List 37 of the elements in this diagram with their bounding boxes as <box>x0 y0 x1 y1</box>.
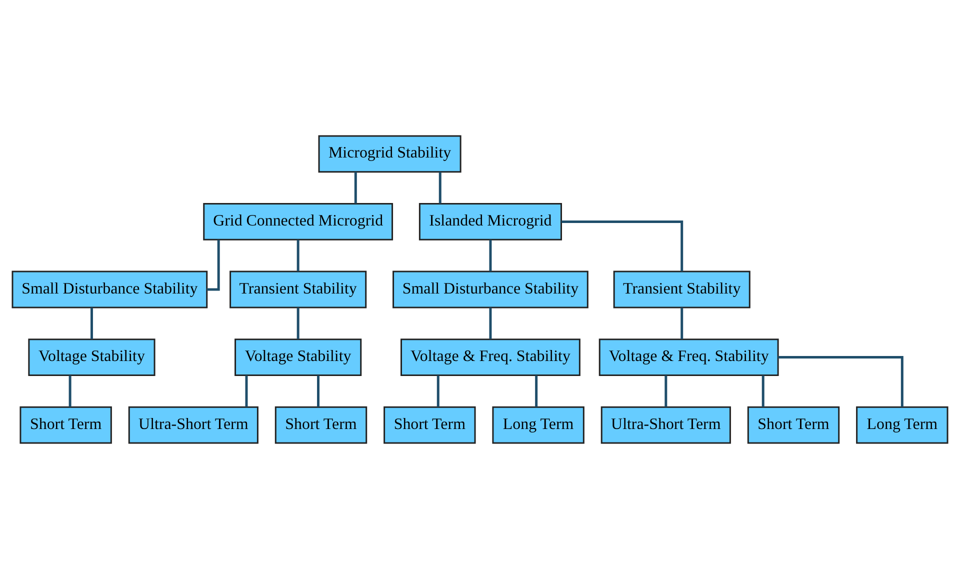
connector <box>245 374 248 406</box>
node-box: Voltage & Freq. Stability <box>598 338 779 376</box>
connector <box>680 307 684 339</box>
connector <box>206 239 220 290</box>
node-box: Small Disturbance Stability <box>392 270 588 308</box>
node-box: Small Disturbance Stability <box>12 270 208 308</box>
node-box: Transient Stability <box>613 270 750 308</box>
connector <box>296 307 300 339</box>
connector <box>489 239 492 271</box>
node-box: Voltage Stability <box>28 338 156 376</box>
connector <box>762 374 764 406</box>
connector <box>354 172 357 203</box>
node-box: Voltage Stability <box>234 338 362 376</box>
connector <box>535 374 538 406</box>
connector <box>296 239 300 271</box>
node-box: Islanded Microgrid <box>418 202 562 240</box>
connector <box>778 356 904 406</box>
node-box: Microgrid Stability <box>318 134 462 172</box>
connector <box>68 374 72 406</box>
node-box: Ultra-Short Term <box>128 406 258 444</box>
connector <box>317 374 320 406</box>
node-box: Short Term <box>20 406 112 444</box>
node-box: Long Term <box>492 406 584 444</box>
node-box: Short Term <box>747 406 840 444</box>
node-box: Grid Connected Microgrid <box>203 202 394 240</box>
connector <box>90 307 93 339</box>
connector <box>664 374 668 406</box>
node-box: Transient Stability <box>230 270 367 308</box>
connector <box>436 374 440 406</box>
node-box: Voltage & Freq. Stability <box>400 338 580 376</box>
connector <box>438 172 442 203</box>
node-box: Long Term <box>856 406 948 444</box>
node-box: Ultra-Short Term <box>600 406 731 444</box>
connector <box>561 220 684 271</box>
node-box: Short Term <box>274 406 368 444</box>
connector <box>489 307 492 339</box>
node-box: Short Term <box>384 406 476 444</box>
